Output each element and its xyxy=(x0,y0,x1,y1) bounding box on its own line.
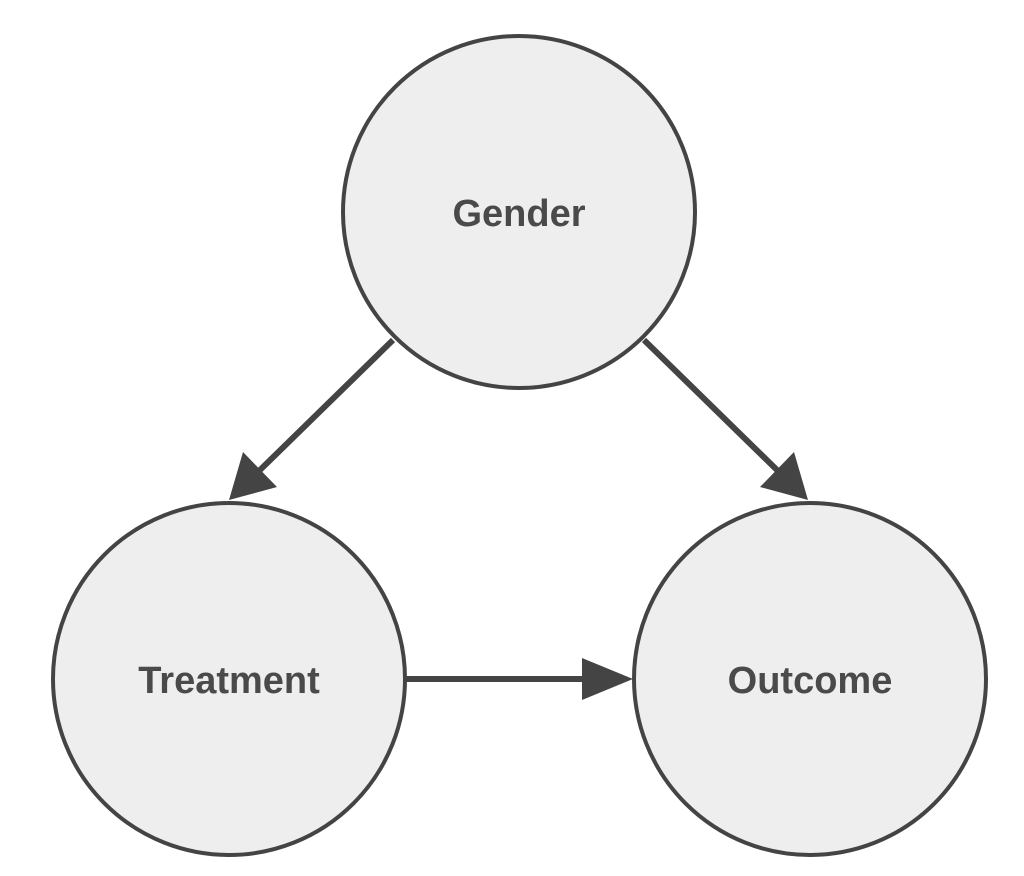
node-label-outcome: Outcome xyxy=(728,660,893,702)
node-gender: Gender xyxy=(341,34,697,390)
edge-treatment-to-outcome xyxy=(405,658,633,700)
node-circle xyxy=(51,501,407,857)
edge-line xyxy=(641,337,780,473)
node-label-gender: Gender xyxy=(452,193,585,235)
edge-gender-to-outcome xyxy=(641,337,808,500)
node-treatment: Treatment xyxy=(51,501,407,857)
node-label-treatment: Treatment xyxy=(138,660,320,702)
node-circle xyxy=(632,501,988,857)
edge-gender-to-treatment xyxy=(229,337,396,500)
node-outcome: Outcome xyxy=(632,501,988,857)
arrowhead xyxy=(582,658,633,700)
node-circle xyxy=(341,34,697,390)
edge-line xyxy=(257,337,396,473)
arrowhead xyxy=(760,452,808,500)
arrowhead xyxy=(229,452,277,500)
